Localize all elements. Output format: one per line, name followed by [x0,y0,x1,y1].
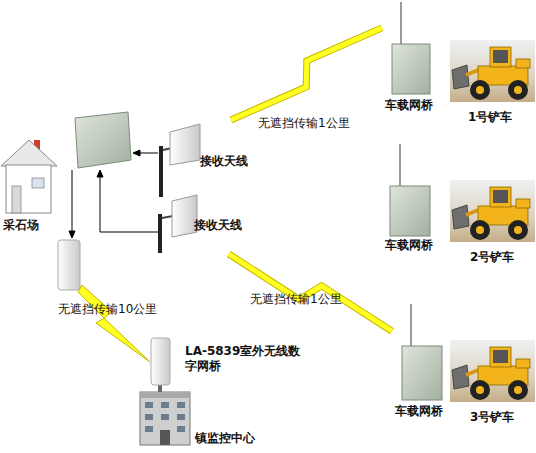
wireless-link [231,28,382,120]
device-panel [151,338,170,385]
vehicle-bridge-icon [402,304,442,400]
feed-line [72,170,73,232]
arrow-head [69,231,75,238]
whip-antenna [410,304,412,348]
window [145,414,153,420]
antenna-bracket [162,216,173,218]
antenna-panel [172,195,197,237]
antenna-pole [158,214,162,253]
link-label: 无遮挡传输10公里 [58,302,157,317]
building-roof [140,392,190,398]
bridge-panel [75,112,131,168]
wireless-bolt [78,285,150,362]
loader-box: 1号铲车 [448,38,536,126]
door [160,430,170,445]
feed-arrows [69,150,158,238]
antenna-panel [170,124,200,165]
whip-antenna [399,144,401,188]
building-body [140,392,190,445]
window [145,426,153,432]
node-label: 采石场 [3,218,59,233]
node-label: 车载网桥 [385,98,440,113]
loader-image [450,180,535,242]
bolt [229,254,392,331]
whip-antenna [400,2,402,46]
window [161,414,169,420]
vehicle-bridge-icon [392,2,430,94]
window [145,402,153,408]
bridge-panel [392,44,430,94]
loader-box: 2号铲车 [448,178,536,266]
building-windows [145,402,185,432]
antenna-box: 接收天线 [155,192,250,254]
wall [6,165,51,213]
roof [1,140,57,166]
wireless-link [229,254,392,331]
antenna-box: 接收天线 [155,120,250,198]
node-label: 接收天线 [194,218,250,233]
node-label: LA-5839室外无线数字网桥 [185,344,303,374]
bridge-panel [402,346,442,400]
node-label: 镇监控中心 [195,431,265,446]
window [177,414,185,420]
loader-box: 3号铲车 [448,338,536,426]
node-label: 1号铲车 [468,110,528,125]
node-label: 车载网桥 [385,238,440,253]
bridge-panel [390,186,430,236]
node-label: 2号铲车 [470,250,530,265]
antenna-pole [159,146,163,197]
link-label: 无遮挡传输1公里 [258,116,350,131]
site-label-box: 采石场 [0,138,60,238]
door [12,186,21,213]
bolt-outline [229,254,392,331]
node-label: 3号铲车 [470,410,530,425]
loader-image [450,340,535,402]
building-box: 镇监控中心 [135,385,265,448]
receive-antenna-icon [159,124,200,197]
link-label: 无遮挡传输1公里 [250,292,342,307]
vehicle-bridge-box: 车载网桥 [382,142,440,254]
la5839-device [151,338,170,392]
outdoor-antenna [58,240,80,290]
vehicle-bridge-box: 车载网桥 [382,0,440,114]
vehicle-bridge-icon [390,144,430,236]
node-label: 车载网桥 [395,404,450,419]
building-icon [140,392,190,445]
feed-line [138,153,158,154]
arrow-head [97,170,103,177]
window [32,178,44,188]
device-box: LA-5839室外无线数字网桥 [148,332,308,388]
receive-antenna-icon [158,195,197,253]
arrow-head [133,150,140,156]
house-icon [1,140,57,213]
window [177,426,185,432]
node-label: 接收天线 [200,154,250,169]
vehicle-bridge-box: 车载网桥 [392,302,450,420]
window [161,402,169,408]
bolt-outline [231,28,382,120]
loader-image [450,40,535,102]
feed-line [100,176,158,232]
bolt [231,28,382,120]
window [177,402,185,408]
